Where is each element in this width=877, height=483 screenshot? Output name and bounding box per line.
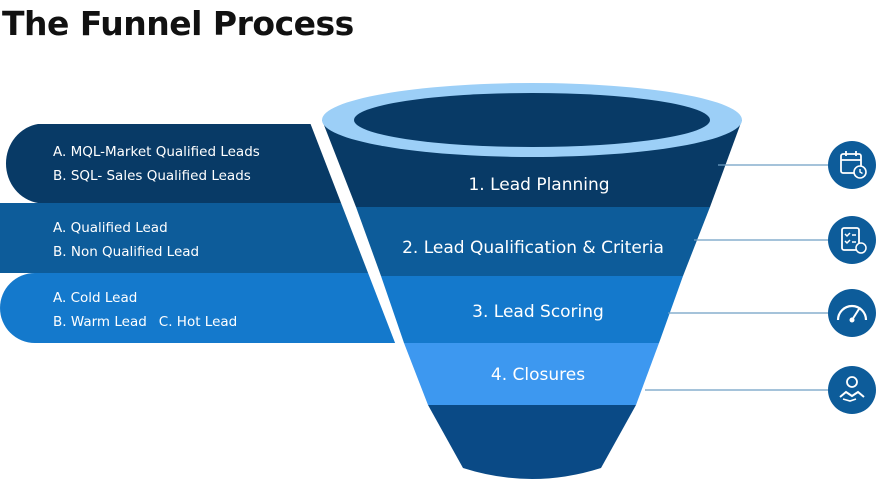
handshake-icon: [828, 366, 876, 414]
page-title: The Funnel Process: [2, 4, 354, 43]
side-label-3-line2: B. Warm Lead C. Hot Lead: [53, 310, 237, 334]
gauge-icon: [828, 289, 876, 337]
side-label-1-line2: B. SQL- Sales Qualified Leads: [53, 168, 251, 184]
funnel-tip: [428, 405, 636, 479]
calendar-clock-icon: [828, 141, 876, 189]
side-band-3: [0, 273, 398, 343]
side-label-3-line1: A. Cold Lead: [53, 290, 138, 306]
side-label-1: A. MQL-Market Qualified Leads B. SQL- Sa…: [53, 140, 260, 188]
side-label-1-line1: A. MQL-Market Qualified Leads: [53, 144, 260, 160]
stage-label-1: 1. Lead Planning: [468, 175, 610, 195]
side-band-1: [5, 124, 346, 203]
side-label-2-line2: B. Non Qualified Lead: [53, 244, 200, 260]
side-label-2-line1: A. Qualified Lead: [53, 220, 168, 236]
funnel-segment-4: [404, 343, 659, 405]
checklist-icon: [828, 216, 876, 264]
stage-label-2: 2. Lead Qualification & Criteria: [402, 238, 664, 258]
side-label-2: A. Qualified Lead B. Non Qualified Lead: [53, 216, 199, 264]
funnel-opening: [354, 93, 710, 147]
band-separator: [308, 116, 404, 348]
side-label-3: A. Cold Lead B. Warm Lead C. Hot Lead: [53, 286, 237, 334]
stage-label-4: 4. Closures: [490, 365, 586, 385]
funnel-segment-2: [356, 207, 710, 276]
side-band-2: [0, 203, 372, 273]
stage-label-3: 3. Lead Scoring: [472, 302, 604, 322]
side-label-3-line2a: B. Warm Lead: [53, 314, 147, 330]
funnel-segment-3: [381, 276, 683, 343]
side-label-3-line2b: C. Hot Lead: [158, 314, 238, 330]
